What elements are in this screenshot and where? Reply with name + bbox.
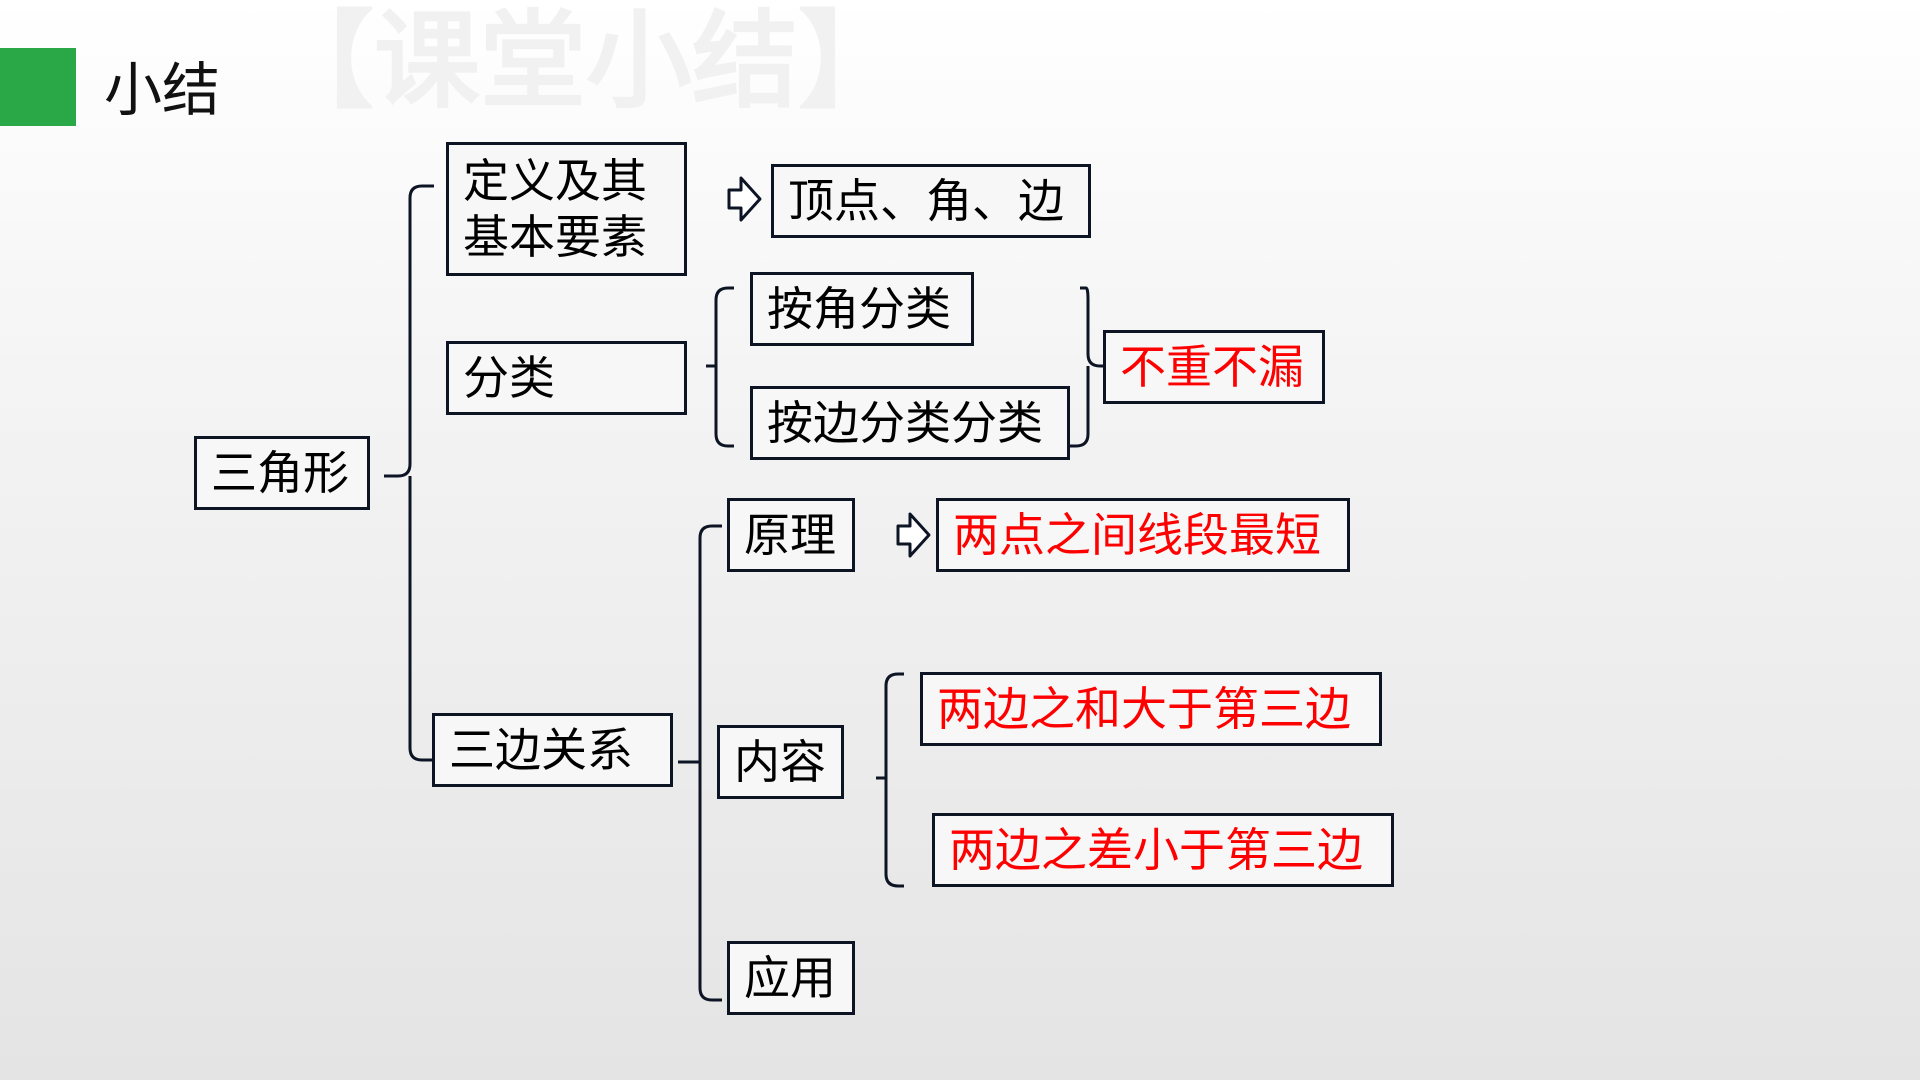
classify-by-side-label: 按边分类分类 bbox=[767, 396, 1043, 450]
main-bracket bbox=[384, 184, 434, 478]
definition-line-1: 定义及其 bbox=[463, 154, 647, 208]
classify-left-bracket bbox=[706, 286, 734, 448]
definition-result-label: 顶点、角、边 bbox=[788, 174, 1064, 228]
content-bracket bbox=[876, 672, 904, 888]
diff-rule-label: 两边之差小于第三边 bbox=[949, 823, 1363, 877]
diff-rule-node: 两边之差小于第三边 bbox=[932, 813, 1394, 887]
watermark-title: 【课堂小结】 bbox=[268, 0, 904, 123]
classification-result-label: 不重不漏 bbox=[1120, 340, 1304, 394]
principle-node: 原理 bbox=[727, 498, 855, 572]
principle-result-label: 两点之间线段最短 bbox=[953, 508, 1321, 562]
principle-label: 原理 bbox=[744, 508, 836, 562]
definition-line-2: 基本要素 bbox=[463, 210, 647, 264]
classify-by-angle-node: 按角分类 bbox=[750, 272, 974, 346]
arrow-right-icon bbox=[727, 176, 762, 222]
classify-right-bracket bbox=[1070, 286, 1104, 448]
content-node: 内容 bbox=[717, 725, 844, 799]
root-node-triangle: 三角形 bbox=[194, 436, 370, 510]
sum-rule-node: 两边之和大于第三边 bbox=[920, 672, 1382, 746]
definition-result-node: 顶点、角、边 bbox=[771, 164, 1091, 238]
classification-result-node: 不重不漏 bbox=[1103, 330, 1325, 404]
side-relation-node: 三边关系 bbox=[432, 713, 673, 787]
page-title: 小结 bbox=[104, 56, 221, 124]
side-relation-label: 三边关系 bbox=[449, 723, 633, 777]
application-node: 应用 bbox=[727, 941, 855, 1015]
classify-by-side-node: 按边分类分类 bbox=[750, 386, 1070, 460]
definition-node: 定义及其 基本要素 bbox=[446, 142, 687, 276]
classify-by-angle-label: 按角分类 bbox=[767, 282, 951, 336]
classification-node: 分类 bbox=[446, 341, 687, 415]
principle-result-node: 两点之间线段最短 bbox=[936, 498, 1350, 572]
application-label: 应用 bbox=[744, 951, 836, 1005]
classification-label: 分类 bbox=[463, 351, 555, 405]
main-bracket-lower bbox=[408, 476, 434, 762]
sum-rule-label: 两边之和大于第三边 bbox=[937, 682, 1351, 736]
title-accent-bar bbox=[0, 48, 76, 126]
content-label: 内容 bbox=[734, 735, 826, 789]
arrow-right-icon bbox=[896, 512, 931, 558]
root-label: 三角形 bbox=[211, 446, 349, 500]
